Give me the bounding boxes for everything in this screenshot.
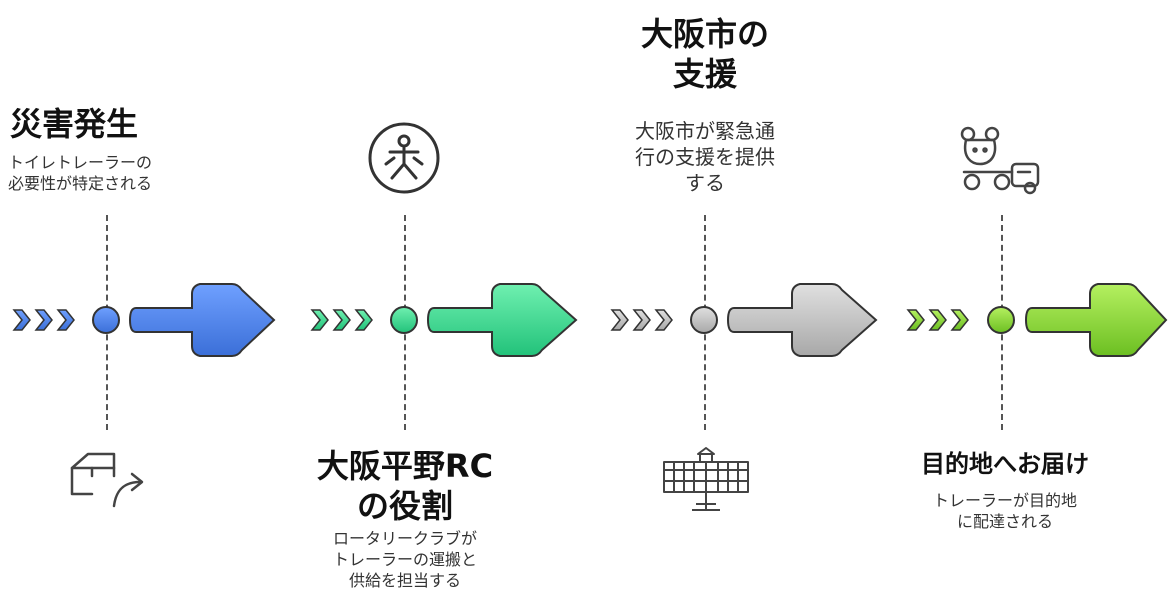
- stage-4-timeline-node: [987, 306, 1015, 334]
- city-hall-icon: [663, 447, 749, 511]
- stage-3-chevrons: [610, 309, 673, 331]
- stage-2-title-line-2: の役割: [356, 487, 453, 525]
- stage-4-description-line-2: に配達される: [956, 512, 1053, 531]
- stage-1-description-line-2: 必要性が特定される: [8, 174, 153, 193]
- stage-4-description-line-1: トレーラーが目的地: [932, 491, 1077, 510]
- stage-3-description: 大阪市が緊急通 行の支援を提供 する: [590, 118, 820, 196]
- stage-1-chevrons: [12, 309, 75, 331]
- stage-2-description-line-2: トレーラーの運搬と: [332, 550, 477, 569]
- stage-4-description: トレーラーが目的地 に配達される: [880, 490, 1130, 532]
- stage-2-timeline-node: [390, 306, 418, 334]
- stage-3-title-line-1: 大阪市の: [640, 15, 769, 53]
- stage-2-description-line-3: 供給を担当する: [348, 571, 461, 590]
- stage-1-timeline-node: [92, 306, 120, 334]
- stage-1-title: 災害発生: [10, 105, 139, 143]
- stage-2-description-line-1: ロータリークラブが: [332, 529, 477, 548]
- stage-3-timeline-node: [690, 306, 718, 334]
- stage-2-arrow: [426, 283, 578, 357]
- stage-1-description: トイレトレーラーの 必要性が特定される: [8, 152, 218, 194]
- stage-3-description-line-2: 行の支援を提供: [635, 145, 775, 169]
- rotary-person-icon: [368, 122, 440, 194]
- stage-1-description-line-1: トイレトレーラーの: [8, 153, 153, 172]
- stage-3-description-line-1: 大阪市が緊急通: [635, 119, 775, 143]
- stage-3-description-line-3: する: [685, 171, 725, 195]
- stage-4-chevrons: [906, 309, 969, 331]
- box-arrow-icon: [70, 452, 144, 508]
- stage-1-arrow: [128, 283, 276, 357]
- stage-4-title: 目的地へお届け: [921, 450, 1089, 478]
- stage-2-chevrons: [310, 309, 373, 331]
- stage-3-title: 大阪市の 支援: [590, 14, 820, 94]
- stage-3-arrow: [726, 283, 878, 357]
- stage-2-title-line-1: 大阪平野RC: [316, 447, 494, 485]
- toy-trailer-icon: [960, 126, 1040, 195]
- stage-2-title: 大阪平野RC の役割: [300, 446, 510, 526]
- timeline-arrows: [12, 283, 1168, 357]
- stage-4-arrow: [1024, 283, 1168, 357]
- stage-3-title-line-2: 支援: [672, 55, 737, 93]
- stage-2-description: ロータリークラブが トレーラーの運搬と 供給を担当する: [300, 528, 510, 591]
